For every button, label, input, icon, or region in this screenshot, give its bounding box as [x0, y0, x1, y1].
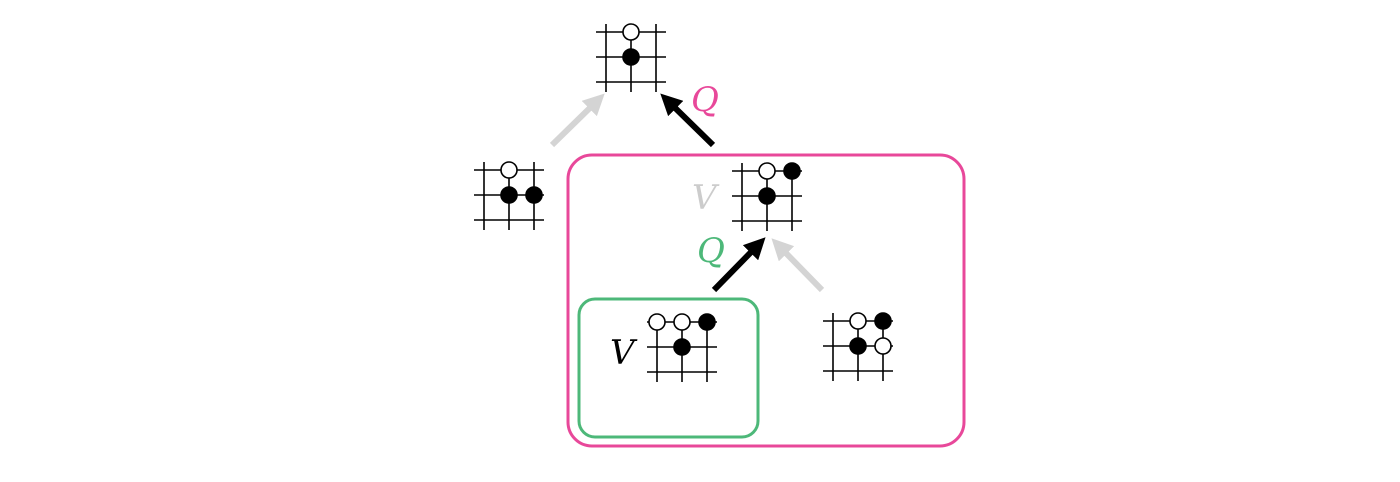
arrow-bottom-left-to-middle — [711, 237, 766, 293]
white-stone — [622, 23, 640, 41]
go-board-middle — [732, 162, 802, 231]
q-label-top: Q — [691, 80, 719, 120]
white-stone — [849, 312, 867, 330]
q-label-middle: Q — [697, 231, 725, 271]
black-stone — [622, 48, 640, 66]
black-stone — [783, 162, 801, 180]
black-stone — [874, 312, 892, 330]
go-board-left — [474, 161, 544, 230]
v-label-middle: V — [692, 178, 720, 218]
white-stone — [673, 313, 691, 331]
magenta-subtree-box — [566, 153, 966, 448]
arrow-left-to-top — [549, 93, 605, 148]
go-board-bottom-left — [647, 313, 717, 382]
arrow-middle-to-top — [660, 93, 716, 148]
black-stone — [500, 186, 518, 204]
white-stone — [758, 162, 776, 180]
go-board-bottom-right — [823, 312, 893, 381]
green-subtree-box — [577, 297, 760, 439]
black-stone — [525, 186, 543, 204]
black-stone — [698, 313, 716, 331]
white-stone — [874, 337, 892, 355]
white-stone — [500, 161, 518, 179]
black-stone — [758, 187, 776, 205]
white-stone — [648, 313, 666, 331]
arrow-bottom-right-to-middle — [771, 238, 825, 293]
black-stone — [673, 338, 691, 356]
v-label-bottom: V — [610, 333, 638, 373]
black-stone — [849, 337, 867, 355]
go-board-top — [596, 23, 666, 92]
